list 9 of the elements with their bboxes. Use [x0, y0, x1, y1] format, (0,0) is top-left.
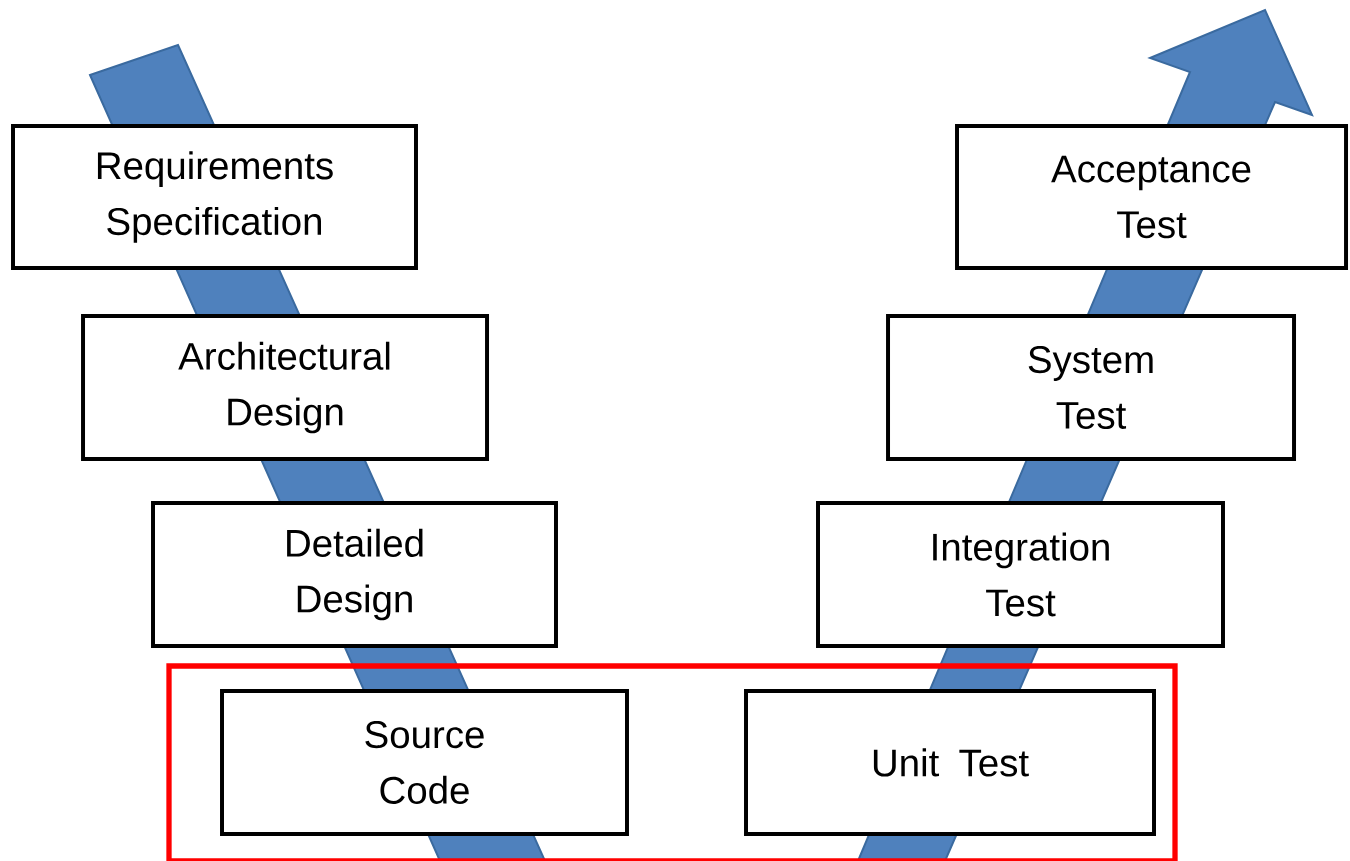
process-box: Unit Test: [744, 689, 1156, 836]
process-box: Detailed Design: [151, 501, 558, 648]
process-box: Acceptance Test: [955, 124, 1348, 270]
process-box: Requirements Specification: [11, 124, 418, 270]
process-box: Source Code: [220, 689, 629, 836]
process-box: Architectural Design: [81, 314, 489, 461]
process-box: System Test: [886, 314, 1296, 461]
group-frame: [166, 663, 1178, 861]
process-box: Integration Test: [816, 501, 1225, 648]
